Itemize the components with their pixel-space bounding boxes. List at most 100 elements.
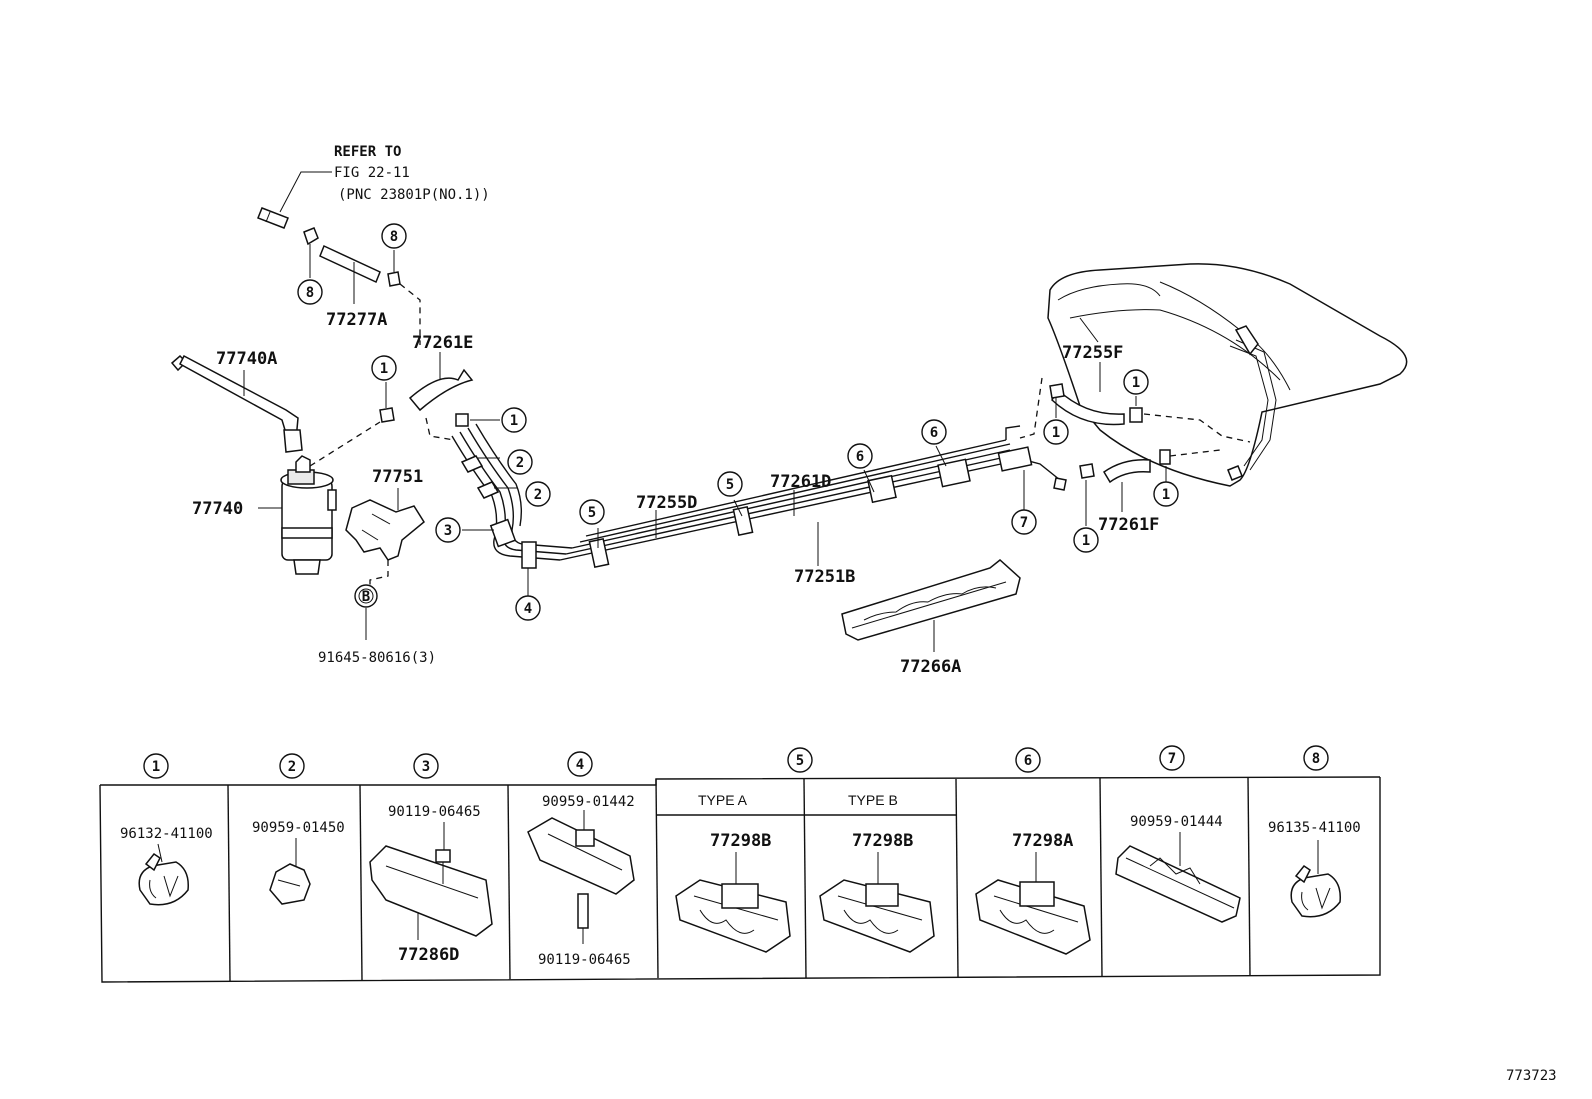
clamp-icon-5a [675,852,791,953]
figure-id: 773723 [1506,1068,1557,1084]
legend-type-b: TYPE B [848,792,898,808]
svg-text:4: 4 [576,757,584,773]
svg-text:1: 1 [152,759,160,775]
legend-part-7: 90959-01444 [1130,814,1223,830]
refer-line-1: REFER TO [334,144,401,160]
clamp-icon-4 [527,810,635,944]
fuel-lines [451,377,1067,596]
part-77740: 77740 [192,499,243,519]
refer-line-3: (PNC 23801P(NO.1)) [338,187,490,203]
clamp-icon-7 [1115,832,1241,923]
callout-1-tank-c: 1 [1073,527,1099,553]
refer-line-2: FIG 22-11 [334,165,410,181]
legend-part-8: 96135-41100 [1268,820,1361,836]
legend-table: 1 2 3 4 5 6 7 8 96132-41100 90959-01450 [99,745,1381,983]
legend-index-6: 6 [1015,747,1041,773]
svg-text:5: 5 [588,505,596,521]
callout-2-upper: 2 [507,449,533,475]
clip-icon-8 [1290,840,1341,918]
callout-5-right: 5 [717,471,743,497]
legend-part-4-top: 90959-01442 [542,794,635,810]
svg-text:1: 1 [510,413,518,429]
inlet-pipe-stub [257,207,421,345]
part-91645: 91645-80616(3) [318,650,436,666]
svg-text:8: 8 [306,285,314,301]
svg-text:6: 6 [856,449,864,465]
svg-text:8: 8 [390,229,398,245]
svg-text:5: 5 [796,753,804,769]
callout-5-left: 5 [579,499,605,525]
protector-77266A-drawing [841,559,1021,652]
legend-index-1: 1 [143,753,169,779]
part-77277A: 77277A [326,310,387,330]
callout-1-tank-b: 1 [1123,369,1149,395]
svg-text:1: 1 [380,361,388,377]
hose-77261E-drawing: 1 [408,352,527,441]
callout-1-tank-d: 1 [1153,481,1179,507]
part-77251B: 77251B [794,567,855,587]
callout-6-right: 6 [921,419,947,445]
callout-7: 7 [1011,509,1037,535]
svg-text:6: 6 [930,425,938,441]
legend-part-1: 96132-41100 [120,826,213,842]
svg-text:4: 4 [524,601,532,617]
bracket-77751-drawing [345,488,425,590]
callout-1-tank-a: 1 [1043,419,1069,445]
svg-text:7: 7 [1020,515,1028,531]
legend-type-a: TYPE A [698,792,748,808]
svg-text:1: 1 [1162,487,1170,503]
part-77740A-drawing [170,354,303,453]
legend-part-2: 90959-01450 [252,820,345,836]
refer-note: REFER TO FIG 22-11 (PNC 23801P(NO.1)) [279,144,490,213]
svg-text:2: 2 [516,455,524,471]
clip-icon-2 [269,838,311,905]
callout-4: 4 [515,595,541,621]
svg-text:2: 2 [288,759,296,775]
clip-icon-1 [138,843,189,906]
hose-77261F-drawing [1079,449,1221,526]
part-77261E: 77261E [412,333,473,353]
bolt-marker: B [354,584,378,640]
svg-text:3: 3 [444,523,452,539]
clamp-icon-3 [369,822,493,940]
legend-part-5-a: 77298B [710,831,771,851]
legend-index-5: 5 [787,747,813,773]
clamp-icon-6 [975,852,1091,955]
legend-part-5-b: 77298B [852,831,913,851]
svg-text:1: 1 [1132,375,1140,391]
callout-8-left: 8 [297,279,323,305]
legend-index-8: 8 [1303,745,1329,771]
svg-text:1: 1 [1082,533,1090,549]
part-77740-drawing [258,421,381,575]
legend-part-3-top: 90119-06465 [388,804,481,820]
callout-8-right: 8 [381,223,407,249]
svg-text:1: 1 [1052,425,1060,441]
callout-6-left: 6 [847,443,873,469]
legend-part-3-bottom: 77286D [398,945,459,965]
clamp-icon-5b [819,852,935,953]
svg-text:6: 6 [1024,753,1032,769]
legend-index-7: 7 [1159,745,1185,771]
svg-text:7: 7 [1168,751,1176,767]
callout-2-lower: 2 [525,481,551,507]
legend-index-2: 2 [279,753,305,779]
part-77255F: 77255F [1062,343,1123,363]
fuel-tank-drawing [1047,263,1408,487]
part-77266A: 77266A [900,657,961,677]
svg-text:B: B [362,589,370,605]
legend-index-3: 3 [413,753,439,779]
svg-text:2: 2 [534,487,542,503]
legend-part-4-bottom: 90119-06465 [538,952,631,968]
legend-index-4: 4 [567,751,593,777]
callout-3: 3 [435,517,461,543]
part-77751: 77751 [372,467,423,487]
part-77261D: 77261D [770,472,831,492]
svg-text:8: 8 [1312,751,1320,767]
clip-1-pump: 1 [371,355,397,423]
part-77261F: 77261F [1098,515,1159,535]
svg-text:5: 5 [726,477,734,493]
part-77255D: 77255D [636,493,697,513]
svg-text:3: 3 [422,759,430,775]
part-77740A: 77740A [216,349,277,369]
